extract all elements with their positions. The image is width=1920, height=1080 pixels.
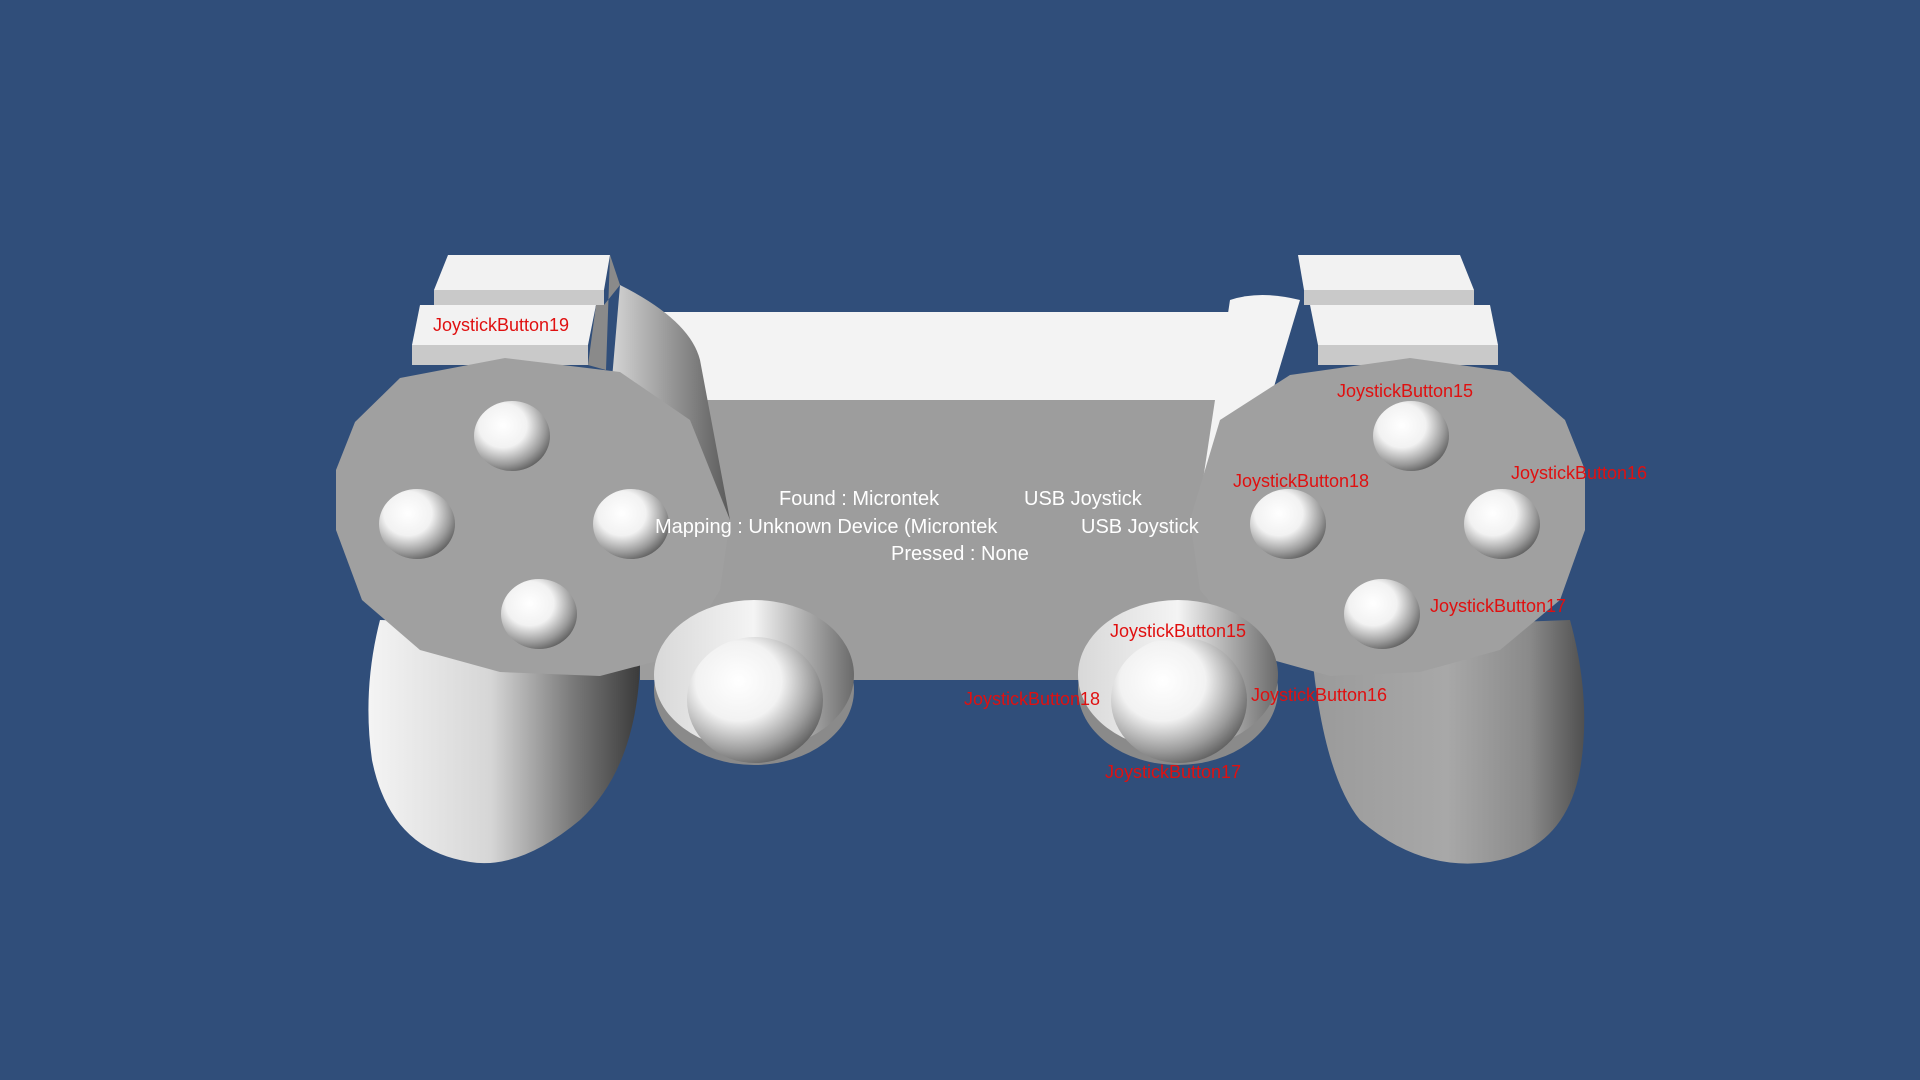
- left-shoulder-side: [588, 255, 620, 370]
- dpad-right[interactable]: [593, 489, 669, 559]
- face-button-right[interactable]: [1464, 489, 1540, 559]
- right-shoulder-upper: [1298, 255, 1474, 290]
- label-face-bottom: JoystickButton17: [1430, 596, 1567, 616]
- dpad-down[interactable]: [501, 579, 577, 649]
- label-stick-top: JoystickButton15: [1110, 621, 1247, 641]
- found-label: Found : Microntek: [779, 488, 940, 510]
- face-button-left[interactable]: [1250, 489, 1326, 559]
- mapping-device-suffix: USB Joystick: [1081, 516, 1199, 538]
- right-shoulder-lower-front: [1318, 345, 1498, 365]
- left-face-plate: [336, 358, 730, 676]
- right-shoulder-lower: [1310, 305, 1498, 345]
- left-shoulder-upper: [434, 255, 610, 290]
- dpad-left[interactable]: [379, 489, 455, 559]
- right-stick[interactable]: [1111, 637, 1247, 763]
- right-grip: [1310, 620, 1585, 864]
- left-shoulder-lower: [412, 305, 596, 345]
- left-shoulder-upper-front: [434, 290, 604, 305]
- label-stick-right: JoystickButton16: [1251, 685, 1388, 705]
- pressed-label: Pressed : None: [891, 543, 1029, 565]
- left-stick[interactable]: [687, 637, 823, 763]
- label-face-top: JoystickButton15: [1337, 381, 1474, 401]
- mapping-label: Mapping : Unknown Device (Microntek: [655, 516, 998, 538]
- dpad-up[interactable]: [474, 401, 550, 471]
- found-device-suffix: USB Joystick: [1024, 488, 1142, 510]
- face-button-top[interactable]: [1373, 401, 1449, 471]
- label-stick-left: JoystickButton18: [964, 689, 1101, 709]
- label-left-shoulder: JoystickButton19: [433, 315, 570, 335]
- body-top-face: [650, 312, 1250, 402]
- right-shoulder-upper-front: [1304, 290, 1474, 305]
- face-button-bottom[interactable]: [1344, 579, 1420, 649]
- left-grip: [368, 620, 641, 864]
- right-face-plate: [1190, 358, 1585, 676]
- left-shoulder-lower-front: [412, 345, 588, 365]
- label-face-left: JoystickButton18: [1233, 471, 1370, 491]
- label-face-right: JoystickButton16: [1511, 463, 1648, 483]
- label-stick-bottom: JoystickButton17: [1105, 762, 1242, 782]
